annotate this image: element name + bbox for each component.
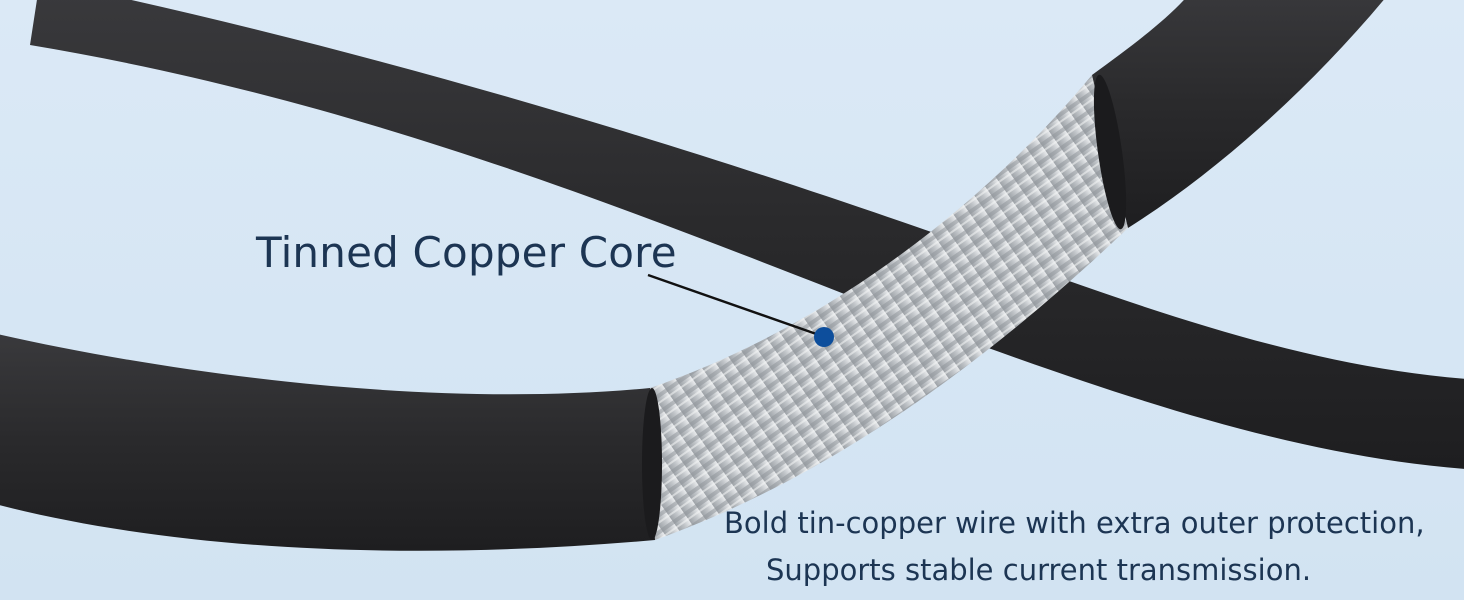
cut-edge-left (642, 388, 662, 540)
cable-back (30, 0, 1464, 469)
caption-line-2: Supports stable current transmission. (766, 553, 1312, 587)
cut-edge-right (1093, 74, 1127, 230)
caption-line-1: Bold tin-copper wire with extra outer pr… (724, 506, 1425, 540)
callout-leader-line (647, 273, 823, 338)
tinned-copper-core (650, 75, 1128, 540)
cable-front-right-jacket (1092, 0, 1384, 228)
feature-caption: Bold tin-copper wire with extra outer pr… (720, 500, 1455, 594)
callout-label: Tinned Copper Core (256, 228, 677, 277)
callout-marker-dot (814, 327, 834, 347)
cable-front-left-jacket (0, 334, 655, 551)
